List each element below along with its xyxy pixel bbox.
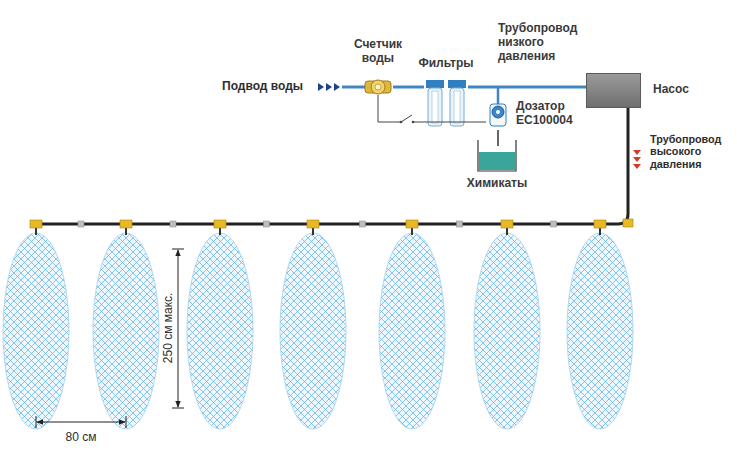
tee-fitting xyxy=(214,220,226,228)
tee-fitting xyxy=(30,220,42,228)
chemical-beaker xyxy=(479,152,515,170)
spray-cone xyxy=(379,233,445,429)
doser-icon xyxy=(496,110,500,114)
pipe-coupling xyxy=(264,221,270,227)
dimension-line xyxy=(36,416,37,428)
doser-icon xyxy=(490,104,506,126)
spray-cone xyxy=(187,233,253,429)
filter-icon xyxy=(432,91,438,123)
dimension-line xyxy=(37,422,125,423)
dimension-line xyxy=(178,250,179,407)
water-meter-icon xyxy=(375,84,381,90)
suction-tube xyxy=(497,130,499,146)
spray-cone xyxy=(280,233,346,429)
dimension-label: 250 см макс. xyxy=(162,291,176,366)
filter-icon xyxy=(448,80,466,88)
filter-icon xyxy=(426,80,466,126)
pipe-coupling xyxy=(360,221,366,227)
chemical-beaker xyxy=(478,140,516,171)
spray-cone xyxy=(567,233,633,429)
switch-symbol xyxy=(400,121,403,124)
pipe-coupling xyxy=(551,221,557,227)
tee-fitting xyxy=(594,220,606,228)
inlet-label: Подвод воды xyxy=(222,80,303,94)
inlet-pipe xyxy=(342,86,365,89)
inlet-arrow xyxy=(334,83,340,91)
spray-cone xyxy=(474,233,540,429)
filter-icon xyxy=(454,91,460,123)
filter-icon xyxy=(450,88,464,126)
water-meter-icon xyxy=(371,80,385,94)
node-label: Химикаты xyxy=(457,177,537,191)
water-meter-icon xyxy=(365,81,391,93)
dimension-label: 80 см xyxy=(66,431,97,445)
water-meter: Счетчик воды xyxy=(363,79,393,95)
switch-symbol xyxy=(401,115,412,122)
flow-arrow xyxy=(633,157,641,162)
pipe-coupling xyxy=(78,221,84,227)
tee-fitting xyxy=(120,220,132,228)
node-label: Насос xyxy=(653,83,723,97)
tee-fitting xyxy=(406,220,418,228)
water-meter-icon xyxy=(365,80,391,94)
spray-cone xyxy=(280,233,346,429)
pipe-fitting xyxy=(30,219,633,235)
dimension-line xyxy=(172,408,184,409)
tee-fitting xyxy=(307,220,319,228)
filter-icon xyxy=(426,80,444,88)
inlet-arrow xyxy=(318,83,340,91)
spray-cone xyxy=(3,233,69,429)
filter-icon xyxy=(428,88,442,126)
pipe-label: Трубопровод высокого давления xyxy=(650,133,735,170)
pump-unit: Насос xyxy=(586,73,641,108)
flow-arrow xyxy=(633,150,641,169)
doser-icon xyxy=(492,106,504,118)
switch-symbol xyxy=(401,119,413,125)
tee-fitting xyxy=(501,220,513,228)
water-pipe xyxy=(393,86,424,89)
chemical-tank: Химикаты xyxy=(478,140,516,172)
node-label: Счетчик воды xyxy=(347,38,409,66)
flow-arrow xyxy=(633,150,641,155)
dimension-line xyxy=(172,249,184,250)
dimension-line xyxy=(36,249,184,428)
spray-cone xyxy=(93,233,159,429)
flow-arrow xyxy=(633,164,641,169)
chemical-beaker xyxy=(478,140,516,171)
pipe-coupling xyxy=(457,221,463,227)
spray-cone xyxy=(474,233,540,429)
dimension-line xyxy=(126,416,127,428)
inlet-arrow xyxy=(326,83,332,91)
pipe-coupling xyxy=(170,221,176,227)
spray-cone xyxy=(3,233,633,429)
spray-cone xyxy=(3,233,69,429)
elbow-fitting xyxy=(623,219,633,227)
edge-label: Трубопровод низкого давления xyxy=(498,22,582,63)
node-label: Дозатор EC100004 xyxy=(516,100,586,128)
dosing-pump: Дозатор EC100004 xyxy=(486,98,510,130)
low-pressure-pipe xyxy=(468,86,586,89)
inlet-arrow xyxy=(318,83,324,91)
filter-unit: Фильтры xyxy=(424,79,468,129)
spray-cone xyxy=(187,233,253,429)
switch-symbol xyxy=(412,121,415,124)
doser-icon xyxy=(497,87,500,104)
spray-cone xyxy=(379,233,445,429)
node-label: Фильтры xyxy=(411,57,481,71)
signal-wire xyxy=(378,95,486,122)
spray-cone xyxy=(93,233,159,429)
spray-cone xyxy=(567,233,633,429)
doser-icon xyxy=(490,87,506,126)
